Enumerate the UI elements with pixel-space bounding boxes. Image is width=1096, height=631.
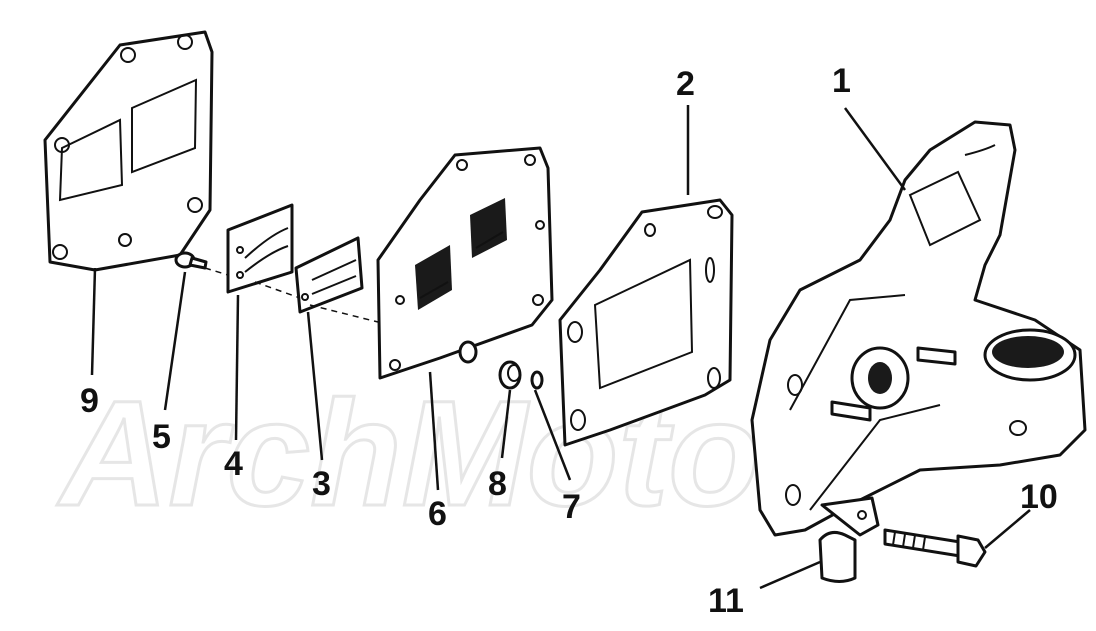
part-1-housing [750, 120, 1087, 537]
callout-10: 10 [1020, 478, 1058, 516]
part-5-screw [174, 251, 208, 270]
callout-1: 1 [832, 62, 851, 100]
callout-11: 11 [708, 582, 744, 620]
callout-4: 4 [224, 445, 243, 483]
part-2-gasket [558, 198, 734, 447]
leader-lines [90, 105, 1031, 590]
part-6-reed-plate [376, 146, 554, 380]
part-9-gasket [43, 30, 214, 272]
callout-7: 7 [562, 488, 581, 526]
callout-3: 3 [312, 465, 331, 503]
callout-8: 8 [488, 465, 507, 503]
part-10-bolt [883, 528, 987, 568]
part-8-spacer [498, 360, 522, 390]
callout-9: 9 [80, 382, 99, 420]
part-4-reed-stop [226, 203, 294, 294]
part-3-reed-petal [294, 236, 364, 314]
assembly-lines [204, 267, 379, 323]
callout-6: 6 [428, 495, 447, 533]
callout-2: 2 [676, 65, 695, 103]
callouts: 1 2 3 4 5 6 7 8 9 10 11 [80, 62, 1058, 620]
part-7-washer [530, 370, 544, 390]
callout-5: 5 [152, 418, 171, 456]
part-11-clip [818, 496, 880, 583]
